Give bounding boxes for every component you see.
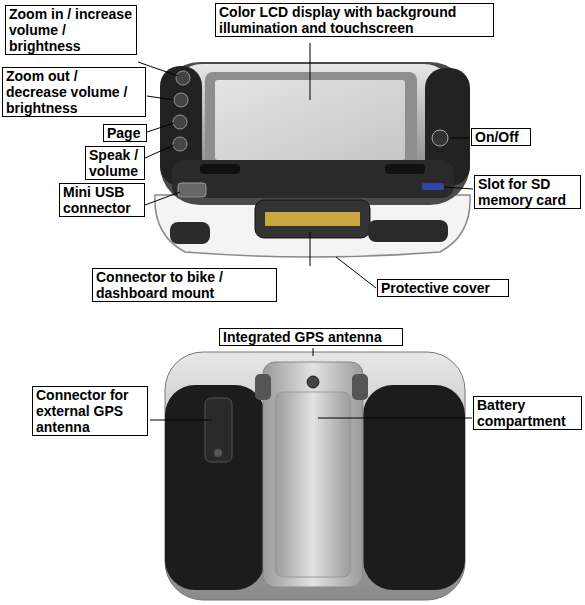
callout-label: Connector to bike / dashboard mount (96, 269, 273, 301)
speaker-slot (200, 164, 240, 174)
callout-box: Slot for SD memory card (474, 175, 581, 209)
callout-label: Speak / volume (89, 147, 141, 179)
callout-box: On/Off (471, 128, 531, 146)
battery-lid (275, 392, 351, 577)
back-body (165, 352, 465, 600)
connector-pins (265, 212, 360, 226)
device-front-view (155, 62, 470, 257)
callout-box: Page (103, 124, 147, 142)
callout-box: Speak / volume (85, 146, 145, 180)
callout-label: Zoom in / increase volume / brightness (9, 6, 133, 54)
front-lower-panel (172, 160, 454, 198)
button (173, 115, 187, 129)
antenna-port (214, 449, 222, 457)
callout-label: Slot for SD memory card (478, 176, 577, 208)
callout-label: Battery compartment (477, 397, 578, 429)
leader-line (145, 145, 174, 158)
callout-box: Color LCD display with background illumi… (215, 3, 494, 37)
device-back-view (165, 352, 465, 600)
screw (307, 376, 319, 388)
leader-line (150, 420, 212, 421)
callout-label: Zoom out / decrease volume / brightness (6, 68, 142, 116)
leader-line (147, 123, 174, 132)
right-grip (363, 385, 465, 590)
button (173, 137, 187, 151)
callout-box: Connector to bike / dashboard mount (92, 268, 277, 302)
device-body (160, 62, 470, 205)
power-button (432, 130, 448, 146)
callout-label: Mini USB connector (63, 184, 141, 216)
leader-line (313, 348, 314, 356)
leader-line (310, 232, 311, 266)
callout-label: Connector for external GPS antenna (36, 387, 144, 435)
leader-line (310, 43, 311, 100)
mount-connector (255, 200, 370, 238)
battery-compartment-shape (263, 362, 363, 587)
callout-box: Protective cover (377, 279, 509, 297)
callout-label: On/Off (475, 129, 527, 145)
usb-port (178, 183, 206, 197)
left-grip (165, 385, 265, 590)
leader-line (318, 418, 472, 419)
leader-line (336, 257, 376, 288)
speaker-slot (385, 164, 425, 174)
callout-label: Page (107, 125, 143, 141)
callout-box: Mini USB connector (59, 183, 145, 217)
mount-hook (352, 374, 368, 400)
button (176, 71, 190, 85)
leader-line (147, 96, 174, 100)
callout-box: Zoom out / decrease volume / brightness (2, 67, 146, 117)
callout-label: Color LCD display with background illumi… (219, 4, 490, 36)
callout-box: Connector for external GPS antenna (32, 386, 148, 436)
callout-label: Integrated GPS antenna (223, 329, 399, 345)
callout-box: Zoom in / increase volume / brightness (5, 5, 137, 55)
leader-line (145, 192, 180, 205)
callout-label: Protective cover (381, 280, 505, 296)
leader-line (444, 187, 473, 189)
mount-hook (255, 374, 271, 400)
leader-line (449, 138, 470, 139)
button (174, 93, 188, 107)
cover-clip (368, 220, 448, 242)
screen-bezel (205, 72, 417, 166)
leader-lines (138, 43, 473, 420)
cover-clip (170, 222, 210, 244)
callout-box: Battery compartment (473, 396, 582, 430)
antenna-port-cover (205, 398, 232, 462)
device-frame (172, 64, 454, 176)
sd-slot (422, 183, 444, 190)
callout-box: Integrated GPS antenna (219, 328, 403, 346)
